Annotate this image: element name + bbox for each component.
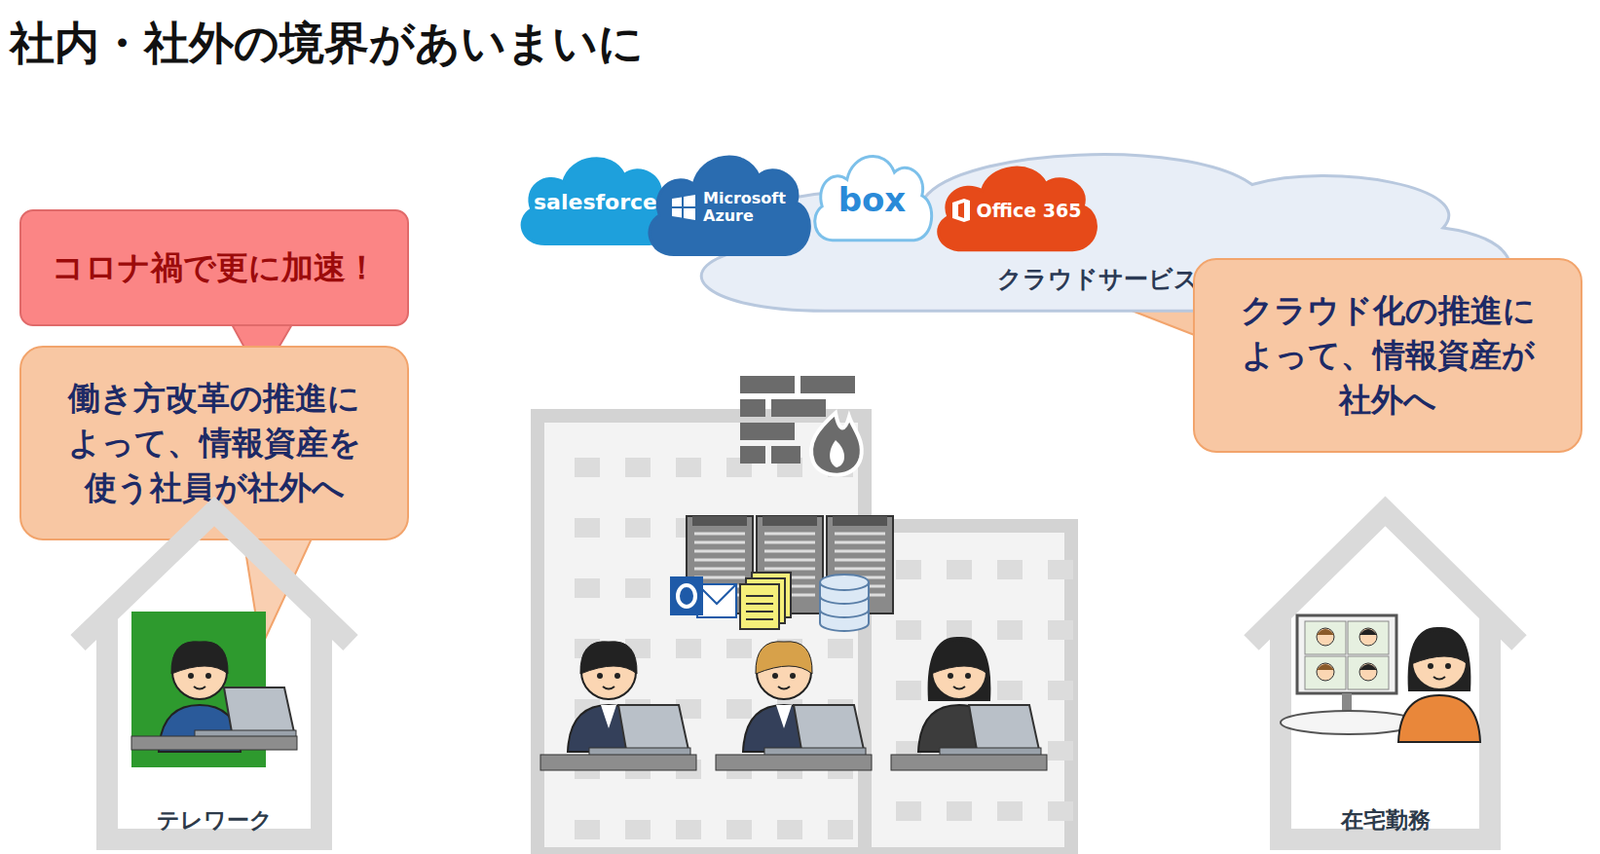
office-building xyxy=(537,415,865,854)
callout-box: クラウド化の推進によって、情報資産が社外へ xyxy=(1192,258,1583,453)
house-home: 在宅勤務 xyxy=(1236,496,1534,850)
node-label: 働き方改革の推進によって、情報資産を使う社員が社外へ xyxy=(53,375,375,512)
node-label: box xyxy=(838,180,907,220)
firewall-icon xyxy=(740,375,862,476)
outlook-icon xyxy=(669,576,737,618)
node-label: 在宅勤務 xyxy=(1340,805,1431,836)
office-building-annex xyxy=(864,525,1072,854)
house-shape xyxy=(1236,496,1534,850)
slide-title: 社内・社外の境界があいまいに xyxy=(9,13,644,75)
windows-logo xyxy=(669,193,698,222)
accent-callout: コロナ禍で更に加速！ xyxy=(19,209,410,327)
node-label: テレワーク xyxy=(156,805,273,836)
office-workers xyxy=(540,636,1047,771)
node-label: Microsoft Azure xyxy=(703,189,786,224)
node-label: コロナ禍で更に加速！ xyxy=(51,246,378,291)
database-icon xyxy=(819,574,869,632)
building-windows xyxy=(574,457,1074,840)
house-illustration xyxy=(1280,615,1481,743)
service-cloud: Microsoft Azure xyxy=(637,138,819,263)
house-telework: テレワーク xyxy=(63,496,366,850)
node-label: Office 365 xyxy=(976,199,1082,222)
node-label: クラウドサービス xyxy=(997,262,1199,296)
node-label: クラウド化の推進によって、情報資産が社外へ xyxy=(1227,288,1549,424)
house-shape xyxy=(63,496,366,850)
office-logo xyxy=(950,198,972,223)
node-label: salesforce xyxy=(533,189,658,215)
house-illustration xyxy=(131,611,298,768)
service-cloud: box xyxy=(806,140,938,248)
document-icon xyxy=(740,572,791,630)
service-cloud: Office 365 xyxy=(927,151,1105,258)
